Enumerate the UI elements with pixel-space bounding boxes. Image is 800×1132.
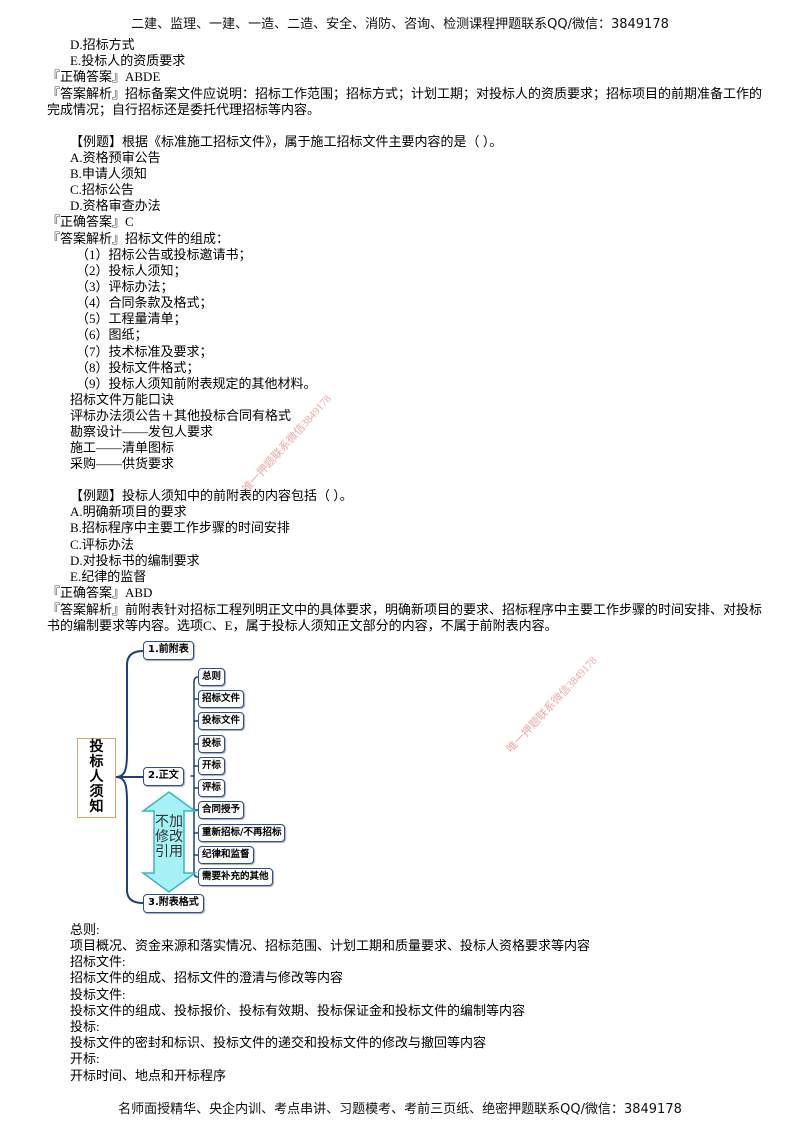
question-stem: 【例题】根据《标准施工招标文件》，属于施工招标文件主要内容的是（ ）。	[70, 134, 503, 149]
section-node: 评标	[198, 779, 226, 797]
branch-node: 2.正文	[143, 767, 184, 786]
option-line: E.纪律的监督	[70, 569, 147, 584]
mindmap-root: 投标人须知	[77, 738, 116, 818]
component-item: （3）评标办法；	[76, 279, 174, 294]
double-arrow	[140, 791, 198, 893]
option-line: E.投标人的资质要求	[70, 53, 186, 68]
section-node: 合同授予	[198, 801, 245, 819]
option-line: B.招标程序中主要工作步骤的时间安排	[70, 520, 290, 535]
connector-line	[115, 776, 144, 904]
note-title: 招标文件:	[70, 954, 126, 969]
bracket-line	[193, 676, 199, 878]
correct-answer: 『正确答案』ABD	[47, 585, 153, 600]
note-title: 总则:	[70, 922, 100, 937]
option-line: D.资格审查办法	[70, 198, 161, 213]
mnemonic-line: 施工——清单图标	[70, 440, 175, 455]
component-item: （1）招标公告或投标邀请书；	[76, 247, 252, 262]
note-title: 开标:	[70, 1051, 100, 1066]
component-item: （8）投标文件格式；	[76, 360, 200, 375]
section-node: 投标文件	[198, 712, 245, 730]
mnemonic-line: 招标文件万能口诀	[70, 392, 175, 407]
answer-analysis-line: 书的编制要求等内容。选项C、E，属于投标人须知正文部分的内容，不属于前附表内容。	[47, 618, 558, 633]
section-node: 开标	[198, 757, 226, 775]
question-stem: 【例题】投标人须知中的前附表的内容包括（ ）。	[70, 488, 353, 503]
component-item: （7）技术标准及要求；	[76, 344, 213, 359]
note-text: 投标文件的密封和标识、投标文件的递交和投标文件的修改与撤回等内容	[70, 1035, 487, 1050]
note-text: 开标时间、地点和开标程序	[70, 1068, 227, 1083]
option-line: D.对投标书的编制要求	[70, 553, 200, 568]
option-line: A.明确新项目的要求	[70, 504, 187, 519]
connector-line	[115, 650, 144, 778]
note-text: 招标文件的组成、招标文件的澄清与修改等内容	[70, 970, 344, 985]
page-footer: 名师面授精华、央企内训、考点串讲、习题模考、考前三页纸、绝密押题联系QQ/微信：…	[118, 1102, 682, 1117]
correct-answer: 『正确答案』C	[47, 214, 134, 229]
option-line: A.资格预审公告	[70, 150, 161, 165]
option-line: B.申请人须知	[70, 166, 147, 181]
mnemonic-line: 评标办法须公告＋其他投标合同有格式	[70, 408, 292, 423]
option-line: D.招标方式	[70, 37, 135, 52]
branch-node: 1.前附表	[143, 641, 194, 660]
section-node: 重新招标/不再招标	[198, 824, 286, 842]
section-node: 纪律和监督	[198, 846, 254, 864]
bracket-tick	[193, 698, 199, 856]
arrow-note: 不加修改引用	[155, 814, 183, 860]
note-text: 投标文件的组成、投标报价、投标有效期、投标保证金和投标文件的编制等内容	[70, 1003, 526, 1018]
answer-analysis-line: 『答案解析』招标备案文件应说明：招标工作范围；招标方式；计划工期；对投标人的资质…	[47, 86, 763, 101]
component-item: （4）合同条款及格式；	[76, 295, 213, 310]
option-line: C.招标公告	[70, 182, 134, 197]
section-node: 招标文件	[198, 690, 245, 708]
note-text: 项目概况、资金来源和落实情况、招标范围、计划工期和质量要求、投标人资格要求等内容	[70, 938, 591, 953]
option-line: C.评标办法	[70, 537, 134, 552]
page-header: 二建、监理、一建、一造、二造、安全、消防、咨询、检测课程押题联系QQ/微信：38…	[131, 17, 669, 32]
section-node: 投标	[198, 735, 226, 753]
answer-analysis-line: 『答案解析』招标文件的组成：	[47, 231, 230, 246]
component-item: （5）工程量清单；	[76, 311, 187, 326]
note-title: 投标文件:	[70, 987, 126, 1002]
section-node: 需要补充的其他	[198, 868, 273, 886]
answer-analysis-line: 完成情况；自行招标还是委托代理招标等内容。	[47, 102, 321, 117]
mnemonic-line: 勘察设计——发包人要求	[70, 424, 214, 439]
component-item: （6）图纸；	[76, 327, 148, 342]
section-node: 总则	[198, 668, 226, 686]
branch-node: 3.附表格式	[143, 894, 204, 913]
component-item: （9）投标人须知前附表规定的其他材料。	[76, 376, 317, 391]
correct-answer: 『正确答案』ABDE	[47, 69, 161, 84]
mindmap-root-label: 投标人须知	[89, 739, 104, 815]
note-title: 投标:	[70, 1019, 100, 1034]
answer-analysis-line: 『答案解析』前附表针对招标工程列明正文中的具体要求，明确新项目的要求、招标程序中…	[47, 602, 763, 617]
component-item: （2）投标人须知；	[76, 263, 187, 278]
mnemonic-line: 采购——供货要求	[70, 456, 175, 471]
